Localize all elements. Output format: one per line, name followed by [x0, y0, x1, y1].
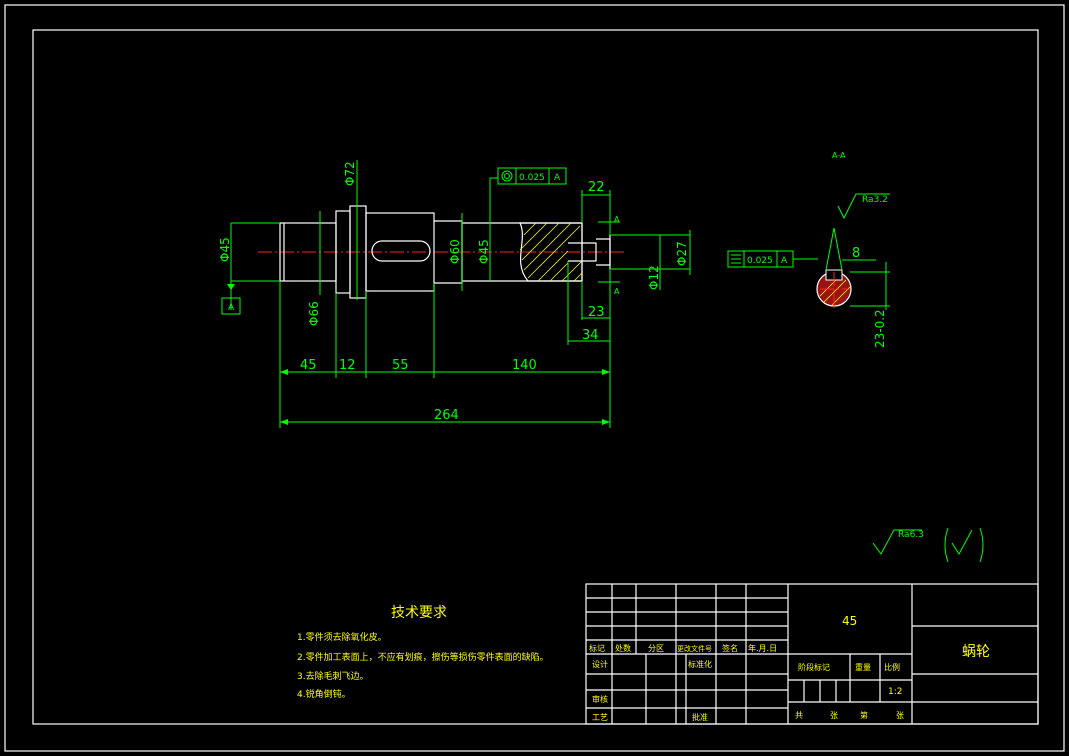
sheet-no-label: 第: [860, 710, 868, 720]
datum-a-label: A: [228, 303, 235, 313]
tech-req-item-1: 1.零件须去除氧化皮。: [297, 631, 387, 643]
shaft-middle-segment: [365, 212, 435, 292]
stage-mark-label: 阶段标记: [798, 662, 830, 672]
sheets-label: 张: [830, 711, 838, 720]
hdr-change-doc: 更改文件号: [677, 644, 712, 653]
title-block: [585, 583, 1039, 725]
hatched-section: [519, 222, 583, 282]
ratio-label: 比例: [884, 662, 900, 672]
datum-a-box: [221, 297, 241, 315]
process-label: 工艺: [592, 713, 608, 722]
sym-datum: A: [781, 256, 788, 266]
tech-req-title: 技术要求: [391, 605, 447, 621]
dim-phi12: Φ12: [647, 265, 661, 290]
dim-len55: 55: [392, 358, 409, 373]
runout-tolerance: [497, 167, 567, 185]
design-label: 设计: [592, 659, 608, 669]
dim-len12: 12: [339, 358, 356, 373]
general-roughness: [872, 527, 984, 563]
inner-frame: [32, 29, 1039, 725]
dim-len45: 45: [300, 358, 317, 373]
dim-sec-23: 23-0.2: [873, 309, 887, 348]
hdr-zone: 分区: [648, 644, 664, 653]
cut-mark-a-top: A: [614, 215, 620, 224]
approve-label: 批准: [692, 712, 708, 722]
outer-border: [4, 4, 1065, 752]
hdr-date: 年.月.日: [748, 643, 777, 653]
dim-phi60: Φ60: [448, 239, 462, 264]
roughness-ra63: Ra6.3: [898, 530, 924, 540]
scale-value: 1:2: [888, 687, 902, 697]
sheet-label: 张: [896, 711, 904, 720]
dim-len140: 140: [512, 358, 537, 373]
tech-req-item-4: 4.锐角倒钝。: [297, 688, 351, 700]
section-a-a: [816, 193, 890, 310]
dim-len23: 23: [588, 305, 605, 320]
hdr-sign: 签名: [722, 643, 738, 653]
dim-phi45-mid: Φ45: [477, 239, 491, 264]
part-name: 蜗轮: [962, 644, 990, 660]
dim-len22: 22: [588, 180, 605, 195]
dim-len34: 34: [582, 328, 599, 343]
tech-req-item-2: 2.零件加工表面上，不应有划痕，擦伤等损伤零件表面的缺陷。: [297, 651, 549, 663]
right-end-dimensions: [567, 190, 620, 345]
dim-sec-8: 8: [852, 246, 860, 261]
weight-label: 重量: [855, 662, 871, 672]
dim-phi66: Φ66: [307, 301, 321, 326]
length-dimensions: [279, 281, 611, 428]
center-bore: [568, 242, 597, 262]
dim-phi45-left: Φ45: [218, 237, 232, 262]
dim-len264: 264: [434, 408, 459, 423]
hatch-lines: [519, 222, 583, 282]
section-title: A-A: [832, 151, 846, 160]
symmetry-tolerance: [727, 250, 818, 268]
dim-phi27: Φ27: [675, 241, 689, 266]
roughness-symbol-section: [837, 193, 890, 220]
tech-req-item-3: 3.去除毛刺飞边。: [297, 670, 369, 682]
sym-value: 0.025: [747, 256, 773, 266]
hdr-mark: 标记: [589, 643, 605, 653]
total-label: 共: [795, 711, 803, 720]
review-label: 审核: [592, 694, 608, 704]
keyway: [371, 240, 431, 262]
dim-phi72: Φ72: [343, 161, 357, 186]
standardize-label: 标准化: [688, 659, 712, 669]
runout-value: 0.025: [519, 173, 545, 183]
runout-datum: A: [554, 173, 561, 183]
cut-mark-a-bottom: A: [614, 287, 620, 296]
diameter-dimensions: [221, 160, 691, 315]
hdr-count: 处数: [615, 643, 631, 653]
material-label: 45: [842, 614, 857, 628]
roughness-ra32: Ra3.2: [862, 195, 888, 205]
